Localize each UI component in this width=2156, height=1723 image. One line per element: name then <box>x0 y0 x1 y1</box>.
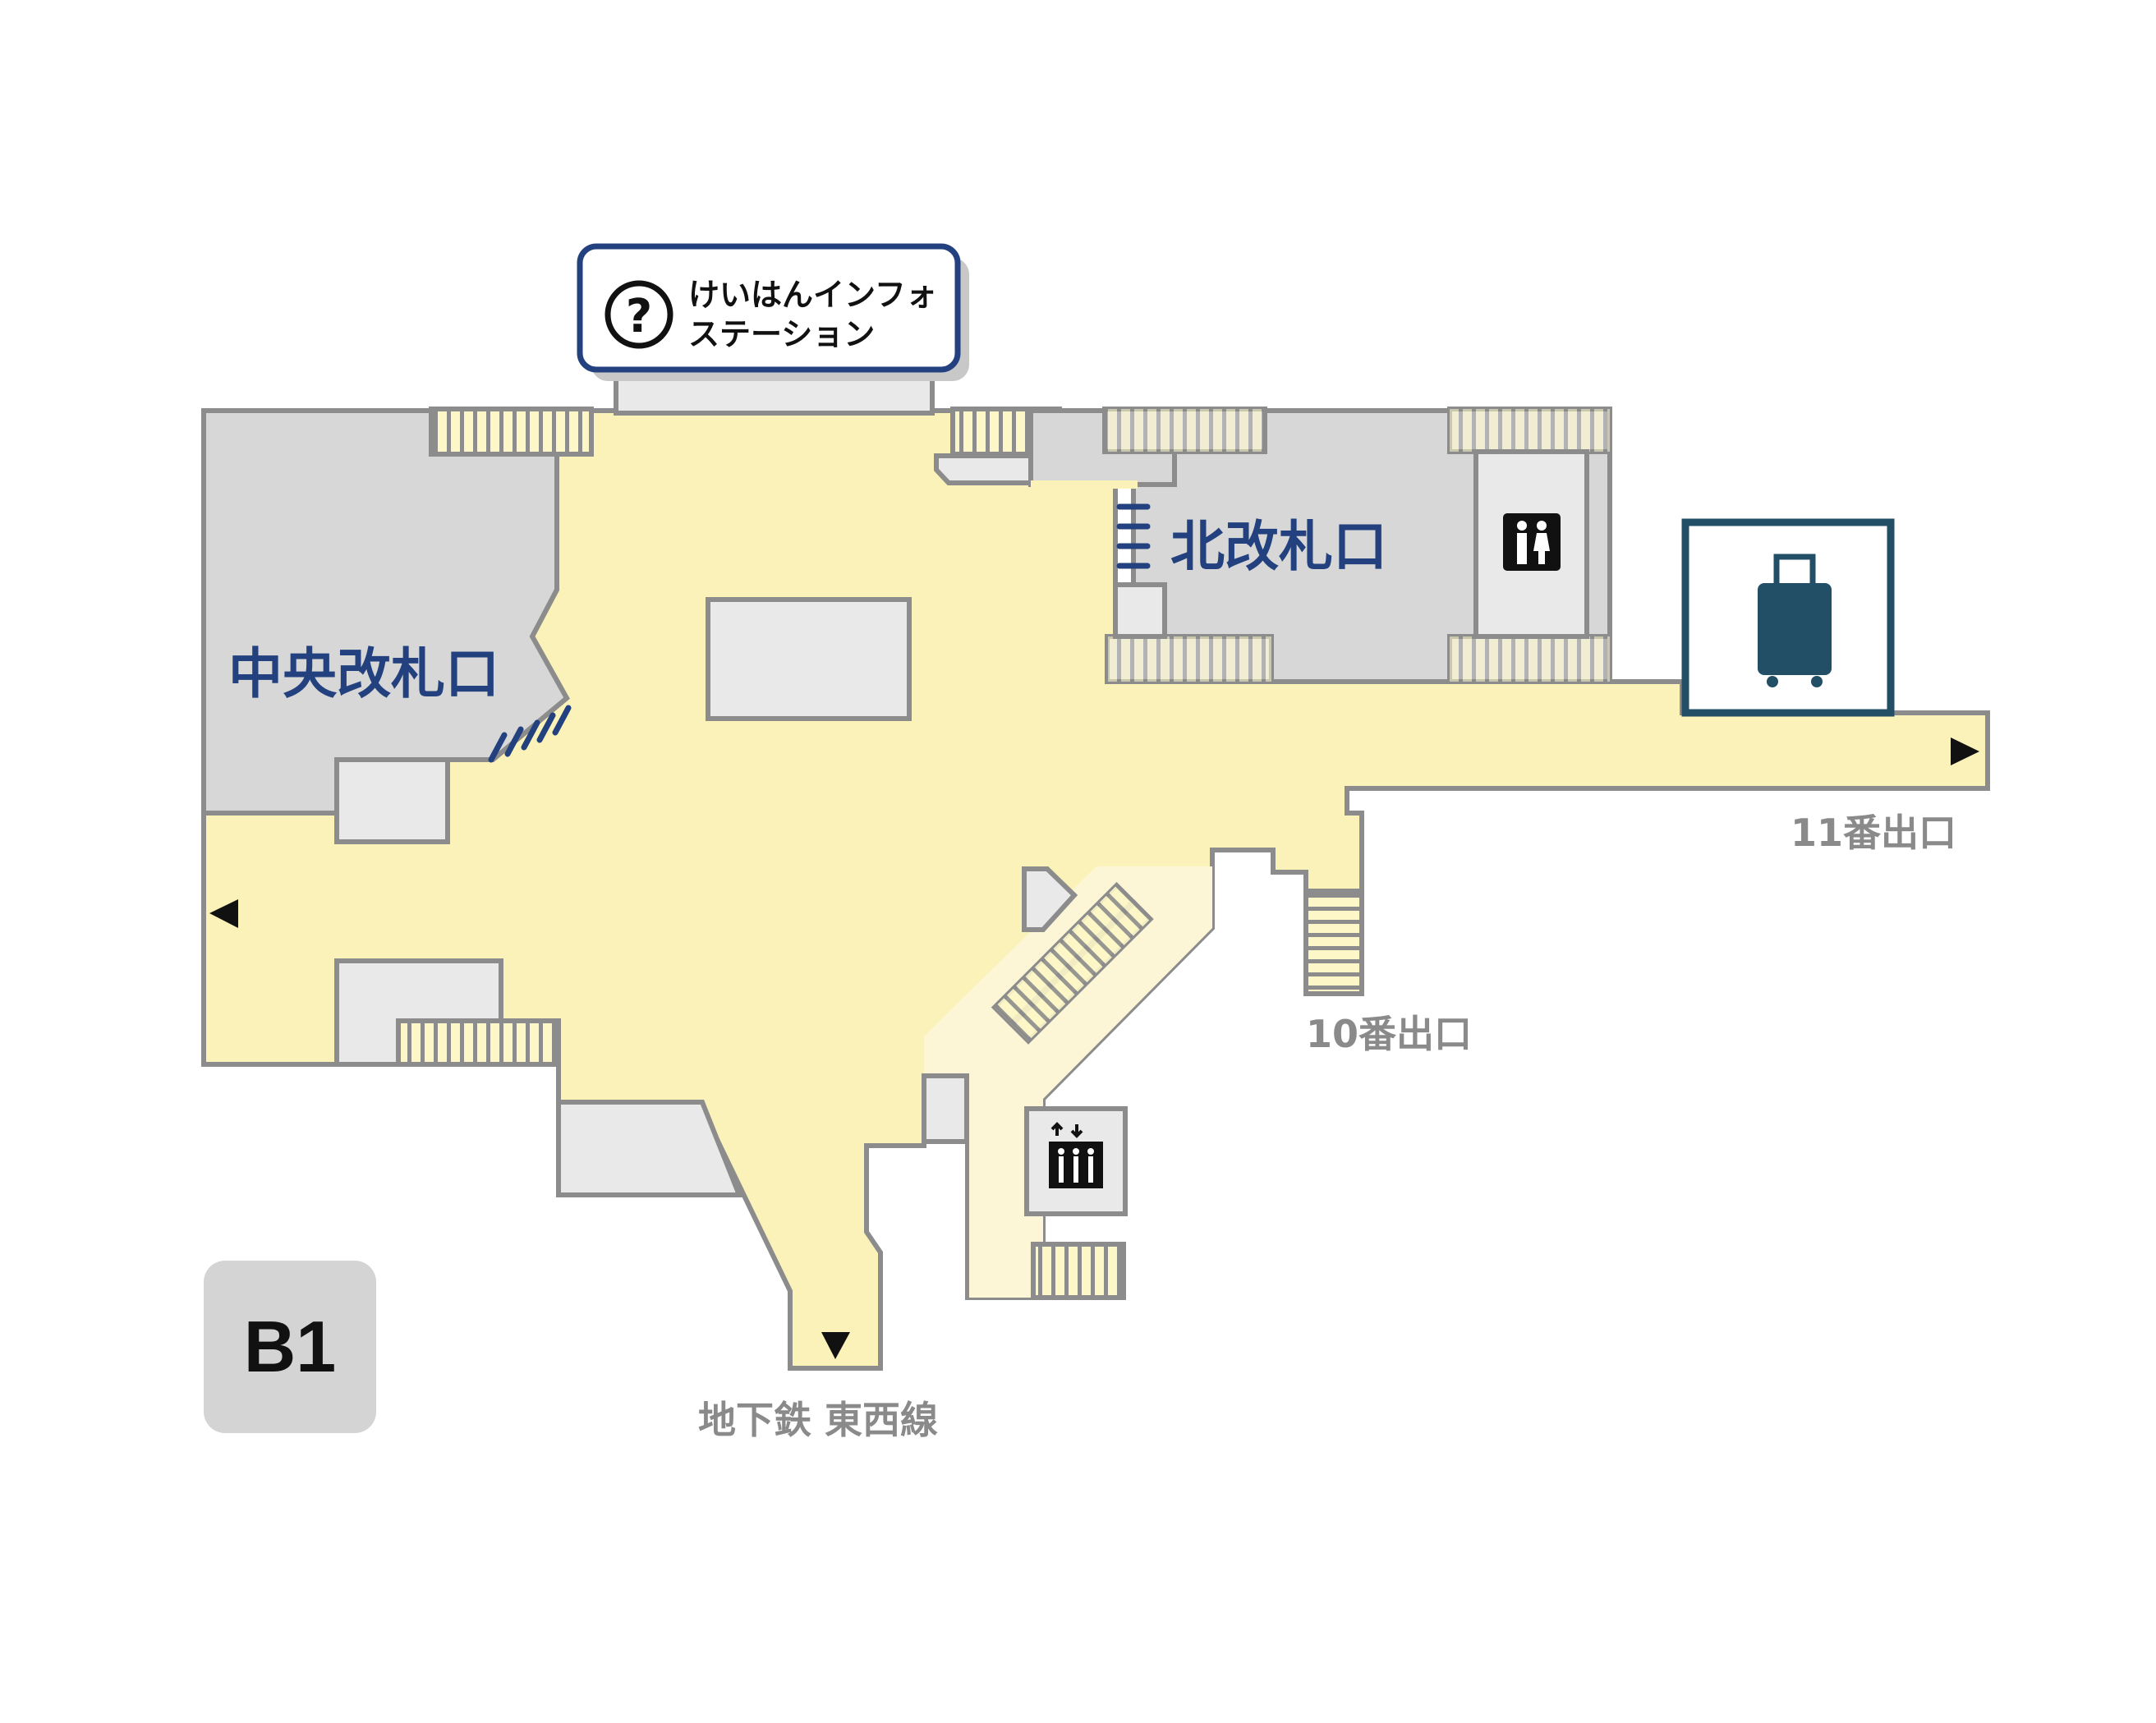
info-station-line1: けいはんインフォ <box>688 277 937 313</box>
arrow-right-icon <box>1951 737 1979 765</box>
stairs-exit10 <box>1303 889 1364 996</box>
north-gate-ticket-barriers <box>1116 503 1151 569</box>
north-gate-area: 北改札口 <box>1028 407 1612 684</box>
arrow-left-icon <box>209 899 238 928</box>
svg-text:?: ? <box>626 290 652 343</box>
small-room-north <box>1113 582 1167 639</box>
info-station-callout[interactable]: ? けいはんインフォ ステーション <box>577 243 969 381</box>
question-circle-icon: ? <box>605 280 673 349</box>
central-gate-area: 中央改札口 <box>201 408 572 844</box>
stairs-elevator-bottom <box>1031 1242 1126 1300</box>
subway-label: 地下鉄 東西線 <box>698 1398 938 1442</box>
info-station-line2: ステーション <box>688 316 875 352</box>
exit11-label: 11番出口 <box>1791 811 1956 855</box>
arrow-down-icon <box>821 1332 850 1359</box>
stairs-left-lower <box>396 1018 561 1067</box>
small-room-top <box>934 453 1033 485</box>
central-gate-ticket-barriers <box>488 705 572 763</box>
north-gate-label: 北改札口 <box>1170 515 1387 578</box>
luggage-storage-icon <box>1681 518 1895 717</box>
stairs-top-left <box>429 407 594 457</box>
pillar-diamond <box>1022 866 1078 932</box>
room-bottom <box>556 1100 743 1197</box>
elevator-icon <box>1049 1122 1103 1188</box>
floor-badge: B1 <box>204 1261 376 1433</box>
central-block <box>706 597 912 721</box>
central-gate-label: 中央改札口 <box>228 642 499 705</box>
exit10-label: 10番出口 <box>1306 1012 1472 1056</box>
pillar-small <box>922 1073 969 1144</box>
stairs-diagonal <box>991 881 1154 1045</box>
restroom-icon <box>1503 513 1561 571</box>
